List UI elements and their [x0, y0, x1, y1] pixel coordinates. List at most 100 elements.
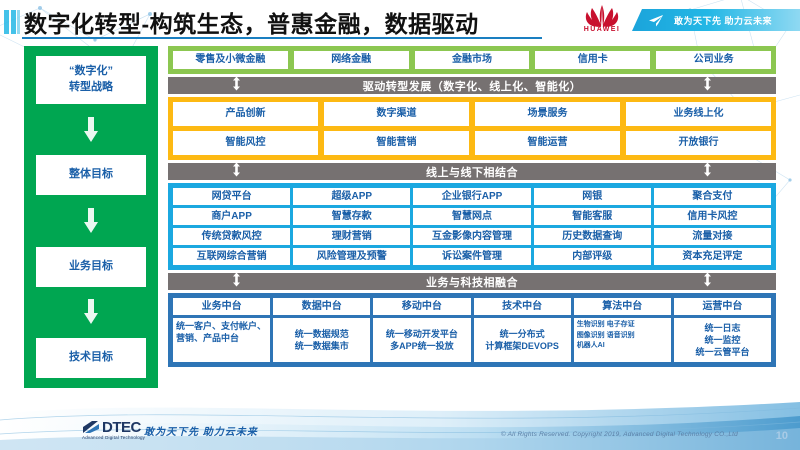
transformation-row: 智能风控 智能营销 智能运营 开放银行: [173, 131, 771, 155]
divider-drive-transformation: 驱动转型发展（数字化、线上化、智能化）: [168, 76, 776, 95]
page-title: 数字化转型-构筑生态，普惠金融，数据驱动: [24, 11, 479, 37]
channel-cell[interactable]: 信用卡风控: [653, 208, 772, 225]
banner-slogan-text: 敢为天下先 助力云未来: [674, 15, 773, 26]
strategy-item-label-line2: 转型战略: [69, 81, 113, 93]
title-underline-rule: [22, 37, 542, 39]
platform-detail-cell[interactable]: 统一客户、支付帐户、营销、产品中台: [173, 318, 271, 362]
transformation-cell[interactable]: 智能风控: [173, 131, 318, 155]
channel-cell[interactable]: 内部评级: [533, 248, 651, 265]
platform-detail-line: 统一分布式: [499, 328, 545, 339]
transformation-cell[interactable]: 智能运营: [475, 131, 620, 155]
dtec-logo: DTEC Advanced Digital Technology: [82, 419, 145, 440]
huawei-wordmark: HUAWEI: [583, 26, 621, 33]
platform-header-cell[interactable]: 算法中台: [573, 298, 671, 315]
channel-cell[interactable]: 资本充足评定: [653, 248, 772, 265]
business-line-cell[interactable]: 零售及小微金融: [173, 51, 288, 69]
platform-detail-line: 图像识别 语音识别: [576, 331, 635, 339]
strategy-item-label: 整体目标: [69, 168, 113, 181]
channel-cell[interactable]: 智慧存款: [293, 208, 411, 225]
strategy-item-label-line1: “数字化”: [69, 65, 113, 78]
slide-header: 数字化转型-构筑生态，普惠金融，数据驱动 HUAWEI 敢为天下先 助力云未来: [0, 0, 800, 40]
transformation-cell[interactable]: 场景服务: [475, 102, 620, 126]
arrow-up-down-icon: [703, 76, 712, 95]
arrow-down-icon: [82, 104, 100, 155]
channel-cell[interactable]: 传统贷款风控: [173, 228, 291, 245]
arrow-down-icon: [82, 287, 100, 338]
platform-detail-line: 统一日志: [704, 322, 741, 333]
channel-row: 传统贷款风控 理财营销 互金影像内容管理 历史数据查询 流量对接: [173, 228, 772, 245]
page-number: 10: [775, 430, 788, 442]
platform-detail-line: 多APP统一投放: [390, 341, 454, 351]
footer-slogan: 敢为天下先 助力云未来: [144, 427, 258, 438]
channel-cell[interactable]: 风险管理及预警: [293, 248, 411, 265]
business-line-cell[interactable]: 网络金融: [293, 51, 409, 69]
title-accent-bars-icon: [4, 10, 20, 34]
divider-label: 线上与线下相结合: [426, 166, 518, 179]
platform-detail-line: 生物识别 电子存证: [576, 321, 635, 328]
transformation-cell[interactable]: 开放银行: [626, 131, 771, 155]
strategy-item-digital-transformation[interactable]: “数字化” 转型战略: [36, 56, 146, 104]
strategy-column: “数字化” 转型战略 整体目标 业务目标 技术目标: [24, 46, 158, 388]
platform-detail-line: 计算框架DEVOPS: [485, 341, 559, 351]
dtec-wordmark: DTEC: [102, 419, 141, 436]
platform-header-cell[interactable]: 数据中台: [273, 298, 371, 315]
platform-detail-cell[interactable]: 统一数据规范 统一数据集市: [273, 318, 371, 362]
paper-plane-icon: [649, 14, 663, 26]
dtec-mark-icon: [83, 421, 99, 433]
huawei-logo: HUAWEI: [578, 2, 626, 38]
channel-cell[interactable]: 聚合支付: [653, 188, 772, 205]
channel-cell[interactable]: 理财营销: [293, 228, 411, 245]
platform-header-cell[interactable]: 业务中台: [173, 298, 271, 315]
platform-detail-row: 统一客户、支付帐户、营销、产品中台 统一数据规范 统一数据集市 统一移动开发平台…: [173, 318, 772, 362]
slogan-banner: 敢为天下先 助力云未来: [632, 9, 800, 31]
business-line-cell[interactable]: 信用卡: [535, 51, 651, 69]
business-line-cell[interactable]: 公司业务: [656, 51, 771, 69]
huawei-flower-icon: [585, 5, 619, 27]
platform-detail-cell[interactable]: 统一分布式 计算框架DEVOPS: [473, 318, 571, 362]
transformation-cell[interactable]: 智能营销: [324, 131, 469, 155]
transformation-band: 产品创新 数字渠道 场景服务 业务线上化 智能风控 智能营销 智能运营 开放银行: [168, 97, 776, 160]
transformation-cell[interactable]: 数字渠道: [324, 102, 469, 126]
platform-detail-cell[interactable]: 统一日志 统一监控 统一云管平台: [673, 318, 772, 362]
strategy-item-overall-goal[interactable]: 整体目标: [36, 155, 146, 196]
platform-detail-line: 统一云管平台: [695, 347, 750, 358]
channel-cell[interactable]: 网银: [533, 188, 651, 205]
divider-business-technology: 业务与科技相融合: [168, 272, 776, 291]
divider-online-offline: 线上与线下相结合: [168, 162, 776, 181]
channel-cell[interactable]: 商户APP: [173, 208, 291, 225]
transformation-cell[interactable]: 产品创新: [173, 102, 318, 126]
channel-cell[interactable]: 企业银行APP: [413, 188, 531, 205]
strategy-item-business-goal[interactable]: 业务目标: [36, 246, 146, 287]
strategy-item-technology-goal[interactable]: 技术目标: [36, 337, 146, 378]
channel-cell[interactable]: 超级APP: [293, 188, 411, 205]
channel-application-band: 网贷平台 超级APP 企业银行APP 网银 聚合支付 商户APP 智慧存款 智慧…: [168, 183, 776, 270]
channel-row: 商户APP 智慧存款 智慧网点 智能客服 信用卡风控: [173, 208, 772, 225]
platform-header-cell[interactable]: 技术中台: [473, 298, 571, 315]
channel-cell[interactable]: 智能客服: [533, 208, 651, 225]
platform-detail-cell[interactable]: 生物识别 电子存证 图像识别 语音识别 机器人AI: [573, 318, 671, 362]
channel-cell[interactable]: 互联网综合营销: [173, 248, 291, 265]
channel-cell[interactable]: 智慧网点: [413, 208, 531, 225]
platform-detail-cell[interactable]: 统一移动开发平台 多APP统一投放: [373, 318, 471, 362]
business-lines-band: 零售及小微金融 网络金融 金融市场 信用卡 公司业务: [168, 46, 776, 74]
channel-cell[interactable]: 流量对接: [653, 228, 772, 245]
slide-footer: DTEC Advanced Digital Technology 敢为天下先 助…: [0, 398, 800, 450]
divider-label: 驱动转型发展（数字化、线上化、智能化）: [362, 80, 582, 93]
strategy-item-label: 技术目标: [69, 351, 113, 364]
platform-detail-line: 统一监控: [704, 334, 741, 345]
arrow-up-down-icon: [232, 272, 241, 291]
channel-cell[interactable]: 诉讼案件管理: [413, 248, 531, 265]
arrow-up-down-icon: [232, 162, 241, 181]
channel-cell[interactable]: 网贷平台: [173, 188, 291, 205]
channel-cell[interactable]: 互金影像内容管理: [413, 228, 531, 245]
dtec-tagline: Advanced Digital Technology: [82, 435, 146, 440]
channel-row: 互联网综合营销 风险管理及预警 诉讼案件管理 内部评级 资本充足评定: [173, 248, 772, 265]
platform-header-cell[interactable]: 运营中台: [673, 298, 772, 315]
channel-cell[interactable]: 历史数据查询: [533, 228, 651, 245]
business-line-cell[interactable]: 金融市场: [414, 51, 530, 69]
transformation-cell[interactable]: 业务线上化: [626, 102, 771, 126]
platform-detail-line: 统一移动开发平台: [385, 328, 458, 339]
platform-detail-line: 统一数据规范: [294, 328, 349, 339]
platform-header-cell[interactable]: 移动中台: [373, 298, 471, 315]
